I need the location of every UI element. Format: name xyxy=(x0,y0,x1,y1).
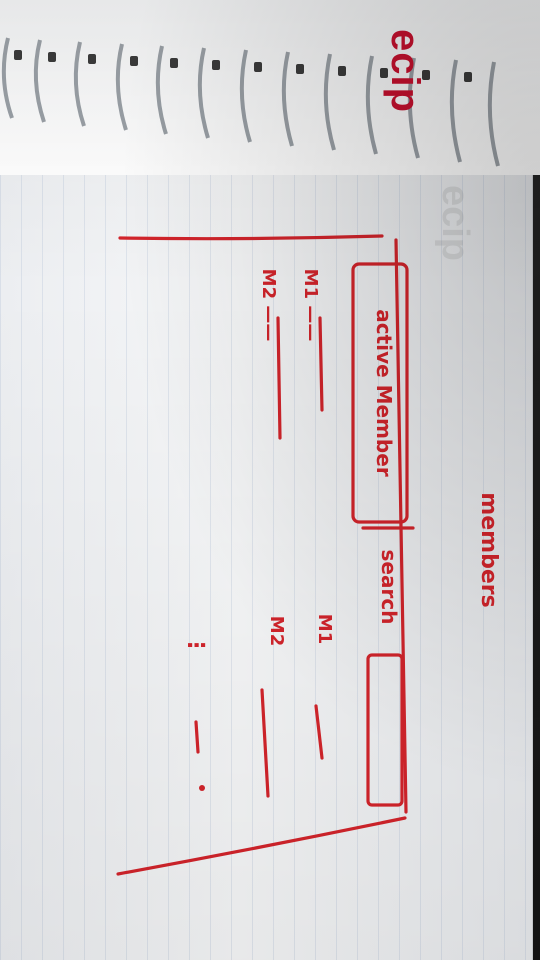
right-list-dot xyxy=(199,785,205,791)
right-list-more: ⋮ xyxy=(183,634,209,656)
right-list-item-2: M2 xyxy=(266,615,288,647)
outer-frame-top-left xyxy=(118,234,384,241)
spiral-binding xyxy=(1,37,500,167)
right-list-line-2 xyxy=(260,688,270,798)
right-list-line-1 xyxy=(314,704,324,760)
spiral-holes xyxy=(14,50,472,82)
active-member-tab: active Member xyxy=(372,309,396,477)
spiral-rings xyxy=(1,37,500,167)
active-member-tab-box xyxy=(351,262,409,524)
page-top-margin xyxy=(0,0,540,175)
left-list-item-2: M2 —— xyxy=(258,268,280,342)
right-list-ellipsis-dash xyxy=(194,720,200,754)
page-heading: members xyxy=(476,492,502,608)
right-list-item-1: M1 xyxy=(314,613,336,645)
left-list-line-2 xyxy=(276,316,282,440)
left-list-line-1 xyxy=(318,316,324,412)
outer-frame-bottom xyxy=(116,816,407,876)
search-label: search xyxy=(377,549,401,625)
left-list-item-1: M1 —— xyxy=(300,268,322,342)
search-input-box xyxy=(366,653,404,807)
